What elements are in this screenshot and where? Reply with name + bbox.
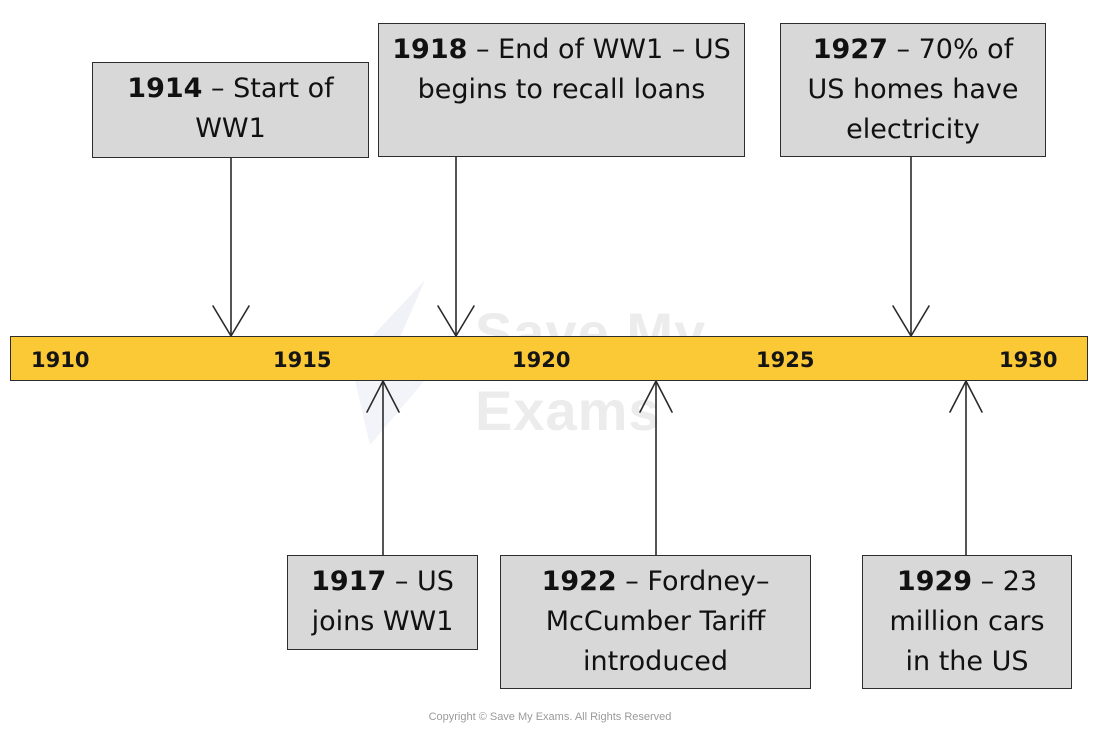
year-label: 1920	[512, 348, 571, 372]
event-box-1922: 1922 – Fordney–McCumber Tariff introduce…	[500, 555, 811, 689]
event-year: 1917	[311, 566, 387, 597]
event-description: – 23 million cars in the US	[889, 566, 1045, 677]
event-box-1927: 1927 – 70% of US homes have electricity	[780, 23, 1046, 157]
year-label: 1915	[273, 348, 332, 372]
event-year: 1922	[541, 566, 617, 597]
event-year: 1918	[392, 34, 468, 65]
timeline-bar	[10, 336, 1088, 381]
event-description: – US joins WW1	[311, 566, 454, 637]
event-description: – Start of WW1	[195, 73, 334, 144]
copyright-notice: Copyright © Save My Exams. All Rights Re…	[428, 711, 672, 723]
event-year: 1927	[812, 34, 888, 65]
event-box-1918: 1918 – End of WW1 – US begins to recall …	[378, 23, 745, 157]
event-description: – Fordney–McCumber Tariff introduced	[545, 566, 770, 677]
event-year: 1929	[896, 566, 973, 597]
event-description: – 70% of US homes have electricity	[807, 34, 1019, 145]
event-box-1917: 1917 – US joins WW1	[287, 555, 478, 650]
year-label: 1930	[999, 348, 1058, 372]
event-year: 1914	[127, 73, 203, 104]
watermark-text: Exams	[475, 379, 661, 442]
year-label: 1925	[756, 348, 815, 372]
event-box-1914: 1914 – Start of WW1	[92, 62, 369, 158]
event-box-1929: 1929 – 23 million cars in the US	[862, 555, 1072, 689]
event-description: – End of WW1 – US begins to recall loans	[417, 34, 731, 105]
year-label: 1910	[31, 348, 90, 372]
